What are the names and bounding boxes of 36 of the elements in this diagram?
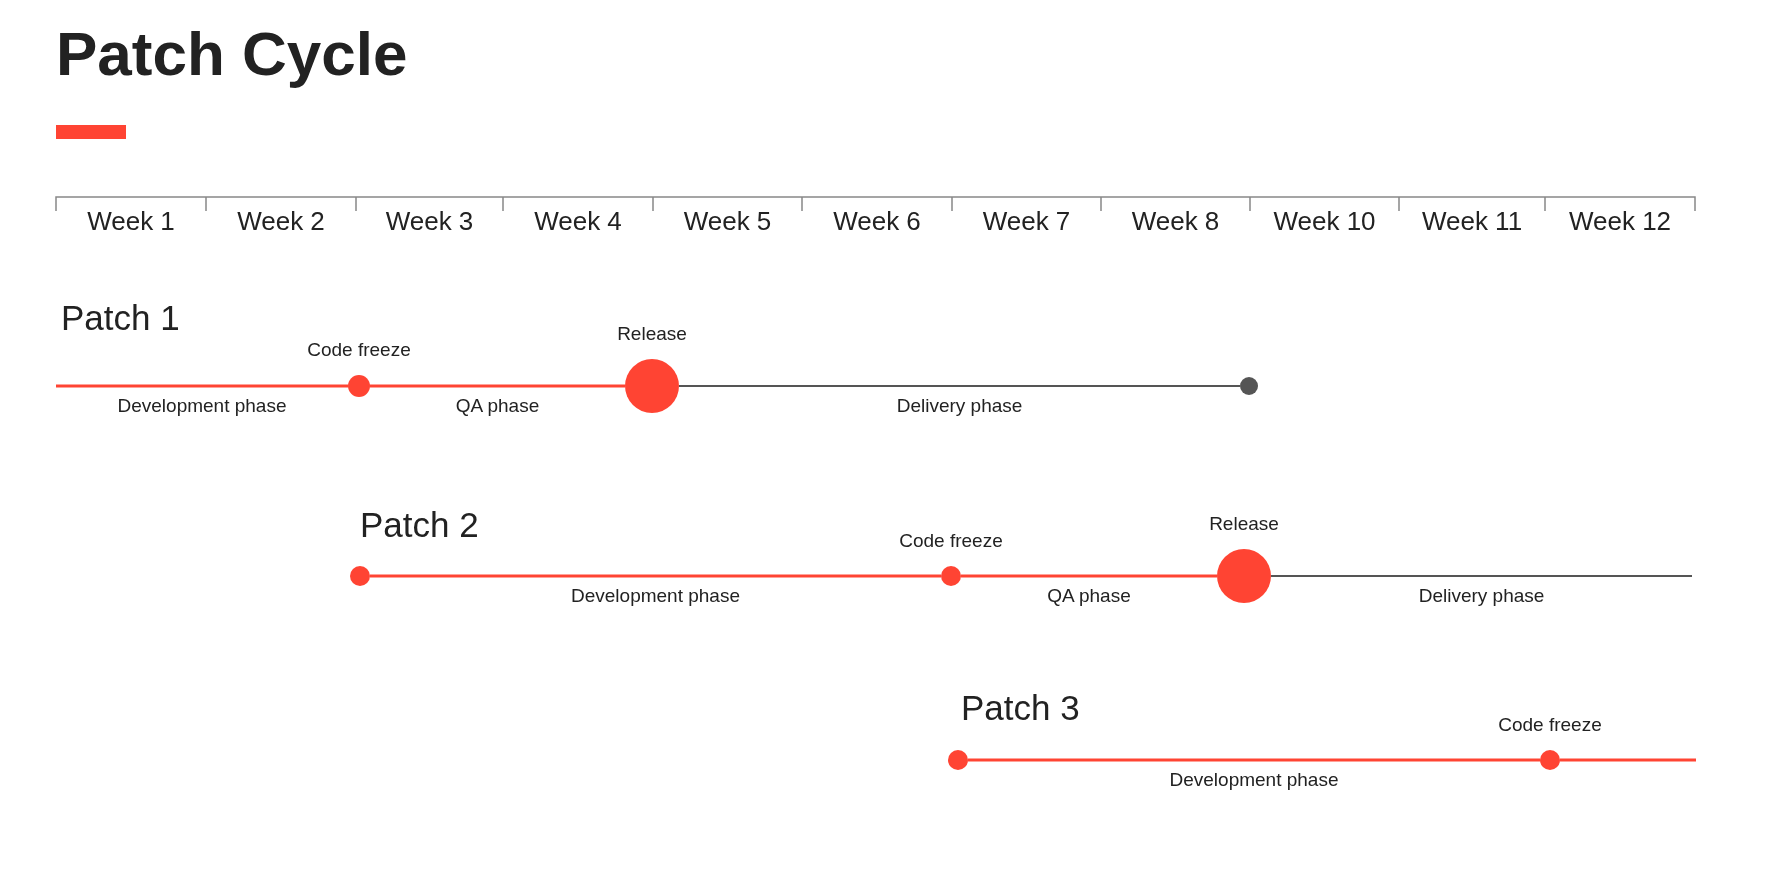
milestone-label: Release <box>1209 513 1279 535</box>
milestone-label: Code freeze <box>899 530 1003 552</box>
phase-line <box>56 384 348 388</box>
milestone-dot <box>1217 549 1271 603</box>
milestone-label: Code freeze <box>1498 714 1602 736</box>
week-label: Week 7 <box>982 206 1071 237</box>
phase-line <box>370 574 941 578</box>
patch-title: Patch 1 <box>61 298 180 338</box>
week-label: Week 2 <box>237 206 325 237</box>
week-label: Week 4 <box>534 206 622 237</box>
phase-line <box>370 384 625 388</box>
phase-line <box>961 574 1217 578</box>
milestone-dot <box>1240 377 1258 395</box>
page-title: Patch Cycle <box>56 18 408 89</box>
phase-line <box>678 385 1241 387</box>
milestone-label: Release <box>617 323 687 345</box>
milestone-dot <box>625 359 679 413</box>
patch-title: Patch 3 <box>961 688 1080 728</box>
week-label: Week 3 <box>385 206 474 237</box>
milestone-dot <box>941 566 961 586</box>
week-label: Week 6 <box>833 206 921 237</box>
phase-line <box>1560 758 1696 762</box>
milestone-dot <box>1540 750 1560 770</box>
week-label: Week 11 <box>1421 206 1523 237</box>
milestone-dot <box>948 750 968 770</box>
week-label: Week 12 <box>1568 206 1672 237</box>
week-label: Week 10 <box>1273 206 1376 237</box>
week-label: Week 1 <box>87 206 175 237</box>
milestone-dot <box>348 375 370 397</box>
week-label: Week 5 <box>683 206 772 237</box>
week-label: Week 8 <box>1131 206 1220 237</box>
phase-line <box>1270 575 1693 577</box>
milestone-label: Code freeze <box>307 339 411 361</box>
patch-title: Patch 2 <box>360 505 479 545</box>
phase-line <box>968 758 1540 762</box>
milestone-dot <box>350 566 370 586</box>
